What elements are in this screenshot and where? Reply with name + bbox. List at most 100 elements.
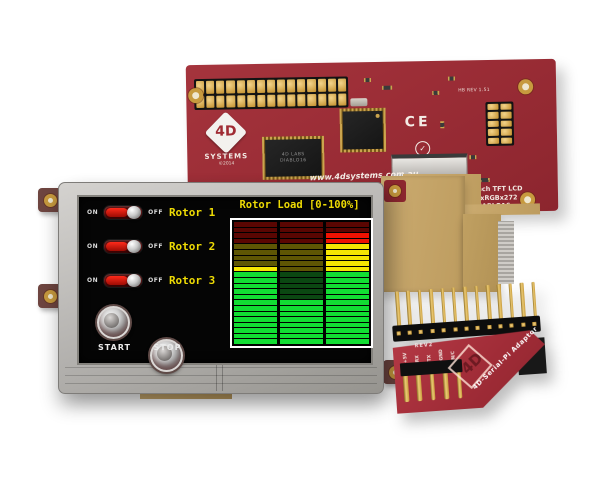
30pin-header xyxy=(193,76,349,111)
bezel-notch xyxy=(216,363,217,391)
led-segment xyxy=(326,311,369,317)
led-segment xyxy=(280,294,323,300)
led-segment xyxy=(234,283,277,289)
header-pin xyxy=(287,93,296,107)
rotor3-toggle-switch[interactable] xyxy=(103,272,144,288)
led-segment xyxy=(280,277,323,283)
bar-column-3 xyxy=(326,222,369,345)
led-segment xyxy=(280,227,323,233)
rotor2-label: Rotor 2 xyxy=(168,239,216,253)
header-pin xyxy=(500,111,512,119)
header-pin xyxy=(216,95,225,108)
led-segment xyxy=(280,233,323,238)
button-dome xyxy=(104,313,119,328)
header-pin xyxy=(216,80,225,94)
header-pin xyxy=(246,80,255,93)
led-segment xyxy=(280,305,323,311)
start-button-label: START xyxy=(97,343,132,352)
on-label: ON xyxy=(87,242,99,250)
touch-screen[interactable]: ON OFF Rotor 1 ON OFF Rotor 2 ON OFF Rot… xyxy=(77,195,373,372)
header-pin xyxy=(441,328,446,333)
stop-button[interactable] xyxy=(150,339,183,372)
led-segment xyxy=(234,238,277,244)
lcd-rear-panel-right xyxy=(463,214,501,292)
header-pin xyxy=(396,331,401,336)
led-segment xyxy=(234,333,277,339)
smd-component xyxy=(363,78,372,83)
header-pin xyxy=(464,326,469,331)
header-pin xyxy=(297,93,306,107)
bezel-seam xyxy=(65,375,377,376)
switch-red-indicator xyxy=(106,275,129,285)
prog-header xyxy=(485,101,515,147)
led-segment xyxy=(326,255,369,261)
header-pin xyxy=(521,322,526,327)
header-pin xyxy=(416,375,423,402)
header-pin xyxy=(327,78,337,92)
led-segment xyxy=(326,238,369,244)
memory-chip xyxy=(339,107,387,153)
led-segment xyxy=(234,317,277,322)
pin1-dot xyxy=(375,113,380,118)
led-segment xyxy=(280,272,323,277)
led-segment xyxy=(326,266,369,272)
led-segment xyxy=(280,244,323,249)
led-segment xyxy=(234,305,277,311)
header-pin xyxy=(287,79,296,92)
bar-column-1 xyxy=(234,222,277,345)
led-segment xyxy=(234,266,277,272)
rotor2-toggle-switch[interactable] xyxy=(103,238,144,254)
header-pin xyxy=(257,94,266,107)
led-segment xyxy=(326,249,369,255)
header-pin xyxy=(226,94,235,108)
header-pin xyxy=(429,374,436,401)
header-pin xyxy=(402,375,410,403)
metal-bezel: ON OFF Rotor 1 ON OFF Rotor 2 ON OFF Rot… xyxy=(58,182,384,394)
led-segment xyxy=(280,222,323,227)
header-pin xyxy=(500,120,512,127)
header-pin xyxy=(487,128,499,136)
led-segment xyxy=(326,300,369,305)
led-segment xyxy=(280,289,323,294)
header-pin xyxy=(246,94,256,108)
led-segment xyxy=(234,277,277,283)
start-button[interactable] xyxy=(97,306,130,339)
logo-copyright: ©2014 xyxy=(218,161,235,167)
rotor1-toggle-switch[interactable] xyxy=(103,204,144,220)
smd-component xyxy=(479,177,490,183)
bezel-seam xyxy=(65,383,377,384)
led-segment xyxy=(326,222,369,227)
switch-knob xyxy=(127,273,142,287)
chart-title: Rotor Load [0-100%] xyxy=(239,199,360,211)
led-segment xyxy=(234,272,277,277)
header-pin xyxy=(317,78,326,92)
switch-knob xyxy=(127,205,142,219)
led-segment xyxy=(234,328,277,333)
led-segment xyxy=(326,233,369,238)
header-pin xyxy=(487,120,499,128)
led-segment xyxy=(280,238,323,244)
header-pin xyxy=(267,94,276,107)
mounting-hole xyxy=(389,185,401,197)
mounting-hole xyxy=(43,193,57,207)
led-segment xyxy=(326,261,369,266)
header-pin xyxy=(498,324,503,329)
header-pin xyxy=(509,323,515,328)
pin-label-rx: RX xyxy=(415,355,421,363)
pin-label-gnd: GND xyxy=(438,349,445,361)
led-segment xyxy=(280,311,323,317)
rotor3-row: ON OFF Rotor 3 xyxy=(87,272,227,288)
smd-component xyxy=(447,76,456,81)
header-pin xyxy=(418,329,424,334)
header-pin xyxy=(277,79,286,93)
led-segment xyxy=(280,300,323,305)
led-segment xyxy=(234,249,277,255)
led-segment xyxy=(326,333,369,339)
header-pin xyxy=(501,137,513,144)
off-label: OFF xyxy=(148,276,163,284)
serial-pi-adapter: REV2 +5V RX TX GND N/C 4D 4D-Serial-Pi A… xyxy=(387,280,567,418)
led-segment xyxy=(234,322,277,328)
smd-component xyxy=(382,85,393,90)
pin-label-5v: +5V xyxy=(403,352,409,364)
